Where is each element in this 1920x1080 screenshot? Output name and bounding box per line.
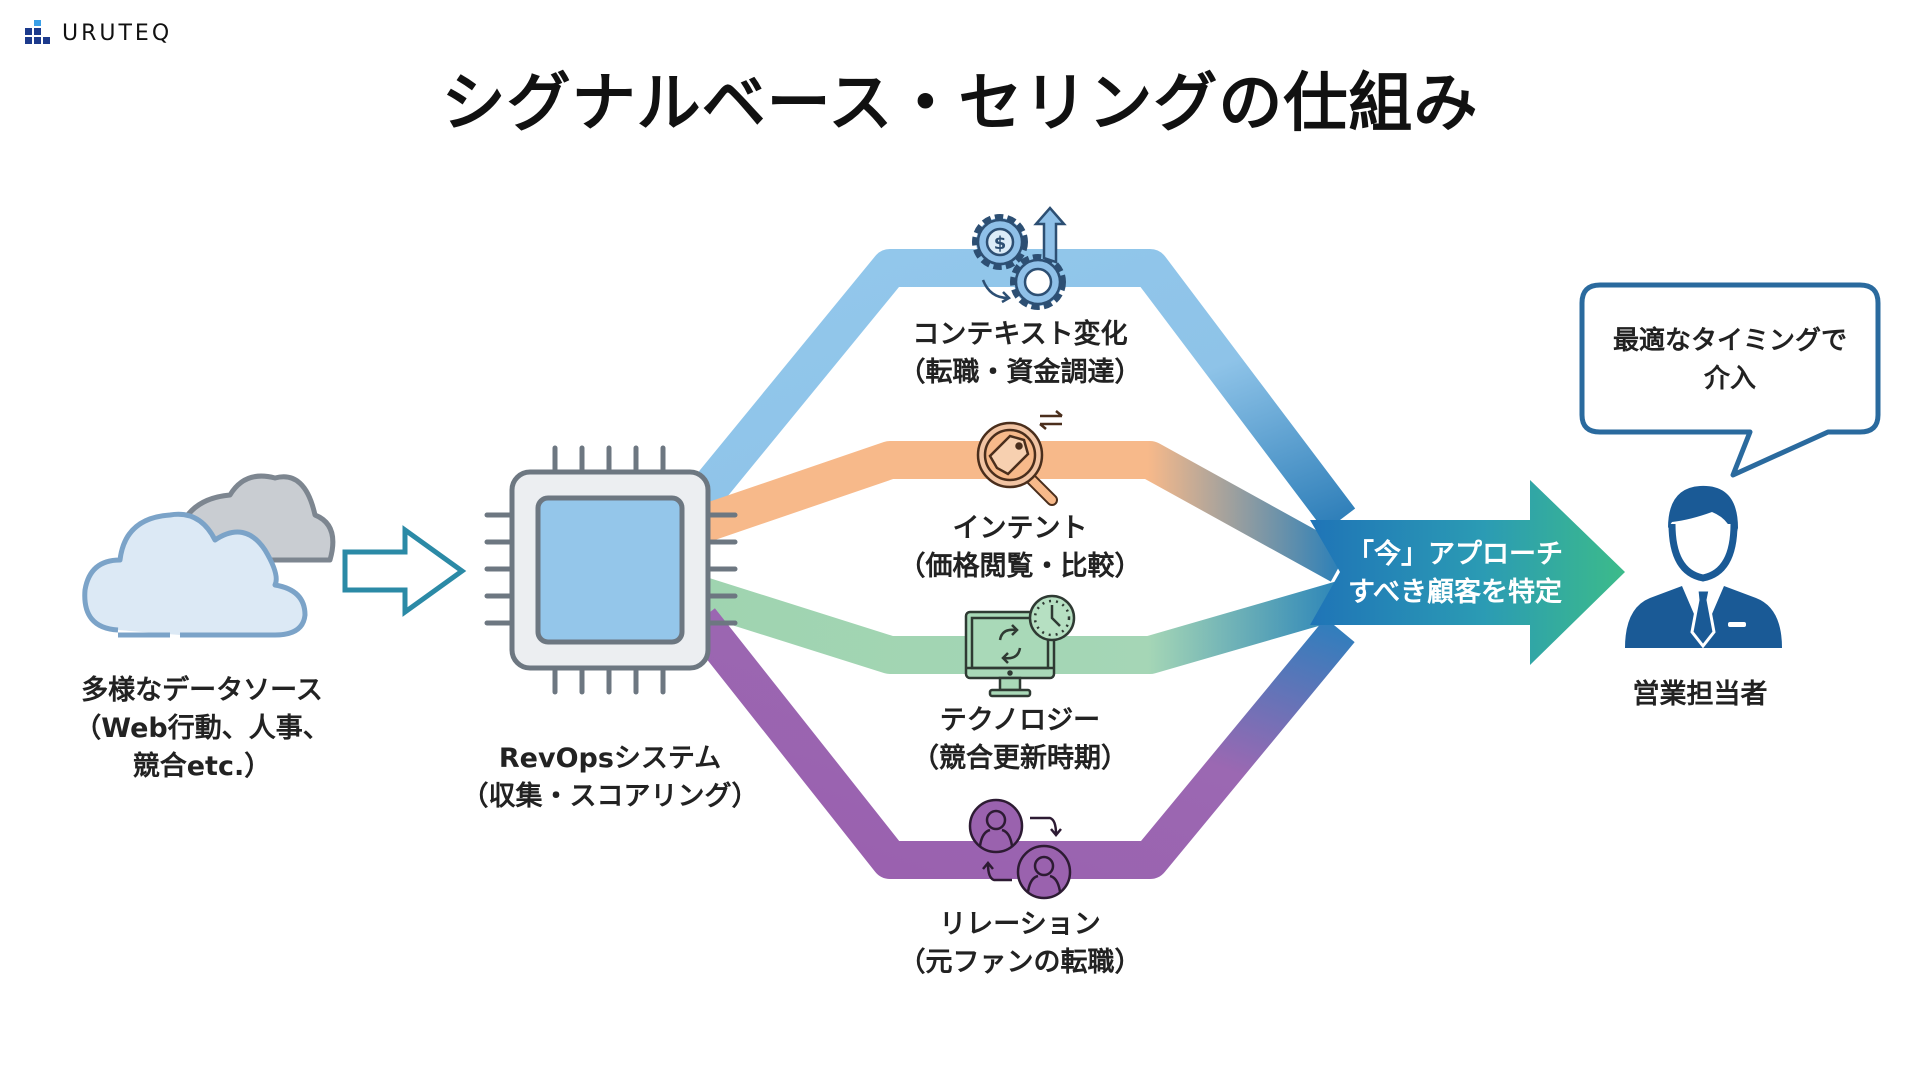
hollow-arrow-icon bbox=[342, 525, 467, 617]
output-line-1: 「今」アプローチ bbox=[1347, 539, 1563, 570]
signal-label-relation: リレーション （元ファンの転職） bbox=[899, 906, 1142, 982]
data-source-detail-2: 競合etc.） bbox=[132, 751, 272, 782]
revops-system-label: RevOpsシステム （収集・スコアリング） bbox=[462, 740, 759, 816]
signal-label-intent: インテント （価格閲覧・比較） bbox=[899, 510, 1142, 586]
chip-icon bbox=[484, 445, 738, 695]
signal-detail: （転職・資金調達） bbox=[898, 357, 1142, 388]
magnifier-price-tag-icon bbox=[976, 410, 1063, 506]
revops-system-detail: （収集・スコアリング） bbox=[461, 781, 759, 812]
signal-detail: （価格閲覧・比較） bbox=[898, 551, 1142, 582]
data-source-label: 多様なデータソース （Web行動、人事、 競合etc.） bbox=[74, 672, 329, 786]
sales-person-label: 営業担当者 bbox=[1632, 679, 1768, 710]
output-arrow bbox=[1310, 480, 1625, 665]
bubble-line-2: 介入 bbox=[1703, 364, 1757, 394]
signal-title: コンテキスト変化 bbox=[912, 319, 1128, 350]
brand-name: URUTEQ bbox=[62, 20, 173, 46]
signal-detail: （競合更新時期） bbox=[912, 743, 1128, 774]
signal-label-technology: テクノロジー （競合更新時期） bbox=[912, 702, 1128, 778]
signal-title: テクノロジー bbox=[939, 705, 1101, 736]
signal-title: インテント bbox=[952, 513, 1088, 544]
gears-dollar-icon: $ bbox=[972, 206, 1067, 310]
cloud-data-source-icon bbox=[82, 473, 336, 638]
person-swap-icon bbox=[968, 798, 1072, 900]
page-title: シグナルベース・セリングの仕組み bbox=[441, 67, 1479, 141]
brand-logo: URUTEQ bbox=[24, 20, 172, 46]
data-source-title: 多様なデータソース bbox=[81, 675, 323, 706]
logo-bars-icon bbox=[25, 20, 50, 44]
output-arrow-label: 「今」アプローチ すべき顧客を特定 bbox=[1347, 536, 1563, 612]
monitor-clock-icon bbox=[964, 594, 1076, 698]
data-source-detail-1: （Web行動、人事、 bbox=[74, 713, 330, 744]
speech-bubble bbox=[1579, 282, 1881, 478]
revops-system-title: RevOpsシステム bbox=[498, 743, 722, 774]
signal-title: リレーション bbox=[939, 909, 1101, 940]
signal-label-context: コンテキスト変化 （転職・資金調達） bbox=[899, 316, 1142, 392]
speech-bubble-text: 最適なタイミングで 介入 bbox=[1613, 322, 1847, 398]
svg-text:$: $ bbox=[994, 233, 1007, 254]
output-line-2: すべき顧客を特定 bbox=[1347, 577, 1563, 608]
signal-detail: （元ファンの転職） bbox=[898, 947, 1142, 978]
bubble-line-1: 最適なタイミングで bbox=[1612, 326, 1848, 356]
sales-person-icon bbox=[1625, 485, 1782, 649]
